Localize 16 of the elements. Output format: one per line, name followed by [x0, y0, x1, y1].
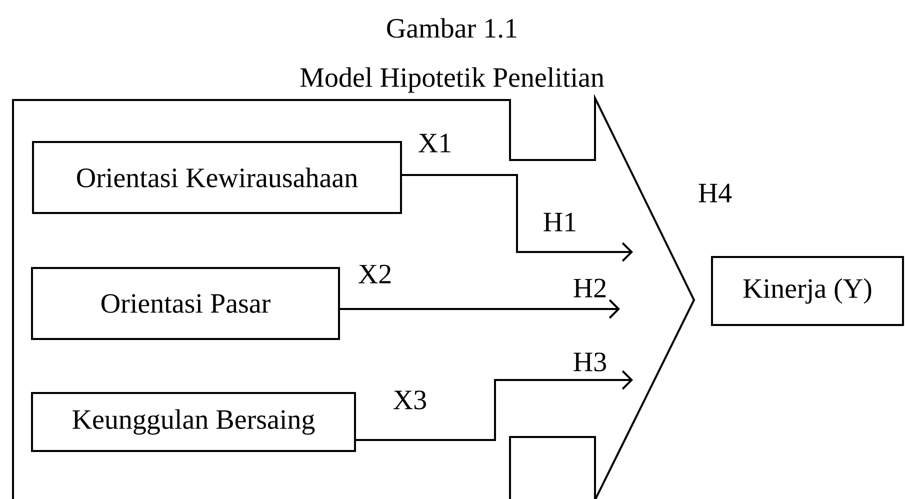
edge-label: H3: [574, 352, 606, 372]
variable-label: X2: [358, 264, 391, 284]
figure-title: Gambar 1.1: [387, 18, 516, 38]
edge-label: H2: [574, 278, 606, 298]
variable-box: Orientasi Pasar: [31, 267, 340, 340]
arrow: [340, 299, 620, 319]
variable-label: X3: [394, 390, 426, 410]
variable-label: X1: [418, 134, 450, 152]
variable-box: Orientasi Kewirausahaan: [32, 141, 402, 214]
variable-box: Keunggulan Bersaing: [31, 392, 356, 452]
arrow: [356, 370, 633, 441]
variable-label: H4: [698, 184, 732, 202]
variable-box: Kinerja (Y): [711, 256, 904, 326]
edge-label: H1: [544, 212, 576, 232]
arrow: [402, 174, 633, 262]
figure-subtitle: Model Hipotetik Penelitian: [300, 67, 604, 93]
